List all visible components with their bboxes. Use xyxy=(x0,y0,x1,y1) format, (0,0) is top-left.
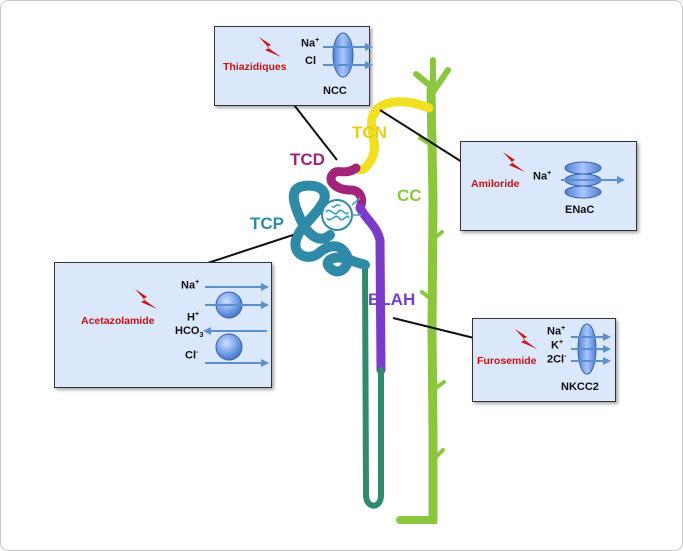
ion-cl: Cl xyxy=(305,55,316,67)
enac-box: Amiloride Na+ ENaC xyxy=(460,141,637,231)
ncc-box: Thiazidiques Na+ Cl NCC xyxy=(214,26,373,106)
ion-h: H+ xyxy=(187,311,200,324)
segment-label-tcp: TCP xyxy=(250,214,284,233)
ion-cl: Cl- xyxy=(185,349,199,362)
ion-na: Na+ xyxy=(301,37,320,50)
segment-label-cc: CC xyxy=(397,186,422,205)
ion-hco3: HCO3 xyxy=(175,325,204,340)
lightning-icon xyxy=(259,37,281,57)
glomerulus xyxy=(321,199,353,231)
exchanger-icons xyxy=(203,283,269,367)
segment-label-tcd: TCD xyxy=(290,150,325,169)
ion-na: Na+ xyxy=(547,325,566,338)
ion-k: K+ xyxy=(551,339,564,352)
acetazolamide-box: Acetazolamide Na+ H+ HCO3 Cl- xyxy=(54,262,272,388)
enac-channel-icon xyxy=(561,161,625,199)
ncc-transporter-icon xyxy=(323,32,373,78)
nkcc2-transporter-icon xyxy=(571,323,611,375)
transporter-ncc: NCC xyxy=(323,85,347,97)
ion-na: Na+ xyxy=(181,279,200,292)
transporter-enac: ENaC xyxy=(565,204,595,216)
ascending-limb xyxy=(355,203,386,375)
drug-acetazolamide: Acetazolamide xyxy=(81,315,155,327)
transporter-nkcc2: NKCC2 xyxy=(561,381,599,393)
nkcc2-box: Furosemide Na+ K+ 2Cl- NKCC2 xyxy=(472,318,616,402)
drug-amiloride: Amiloride xyxy=(471,178,520,190)
segment-label-tcn: TCN xyxy=(352,123,387,142)
descending-limb xyxy=(362,262,384,509)
drug-thiazidiques: Thiazidiques xyxy=(223,61,287,73)
collecting-duct xyxy=(396,57,451,525)
ion-na: Na+ xyxy=(533,170,552,183)
proximal-tubule xyxy=(288,180,370,277)
ion-2cl: 2Cl- xyxy=(547,353,567,366)
segment-label-blah: BLAH xyxy=(368,290,416,309)
drug-furosemide: Furosemide xyxy=(477,355,537,367)
lightning-icon xyxy=(503,152,525,172)
connecting-tubule xyxy=(351,97,434,175)
distal-tubule xyxy=(326,163,367,213)
lightning-icon xyxy=(135,289,157,309)
lightning-icon xyxy=(515,329,537,349)
